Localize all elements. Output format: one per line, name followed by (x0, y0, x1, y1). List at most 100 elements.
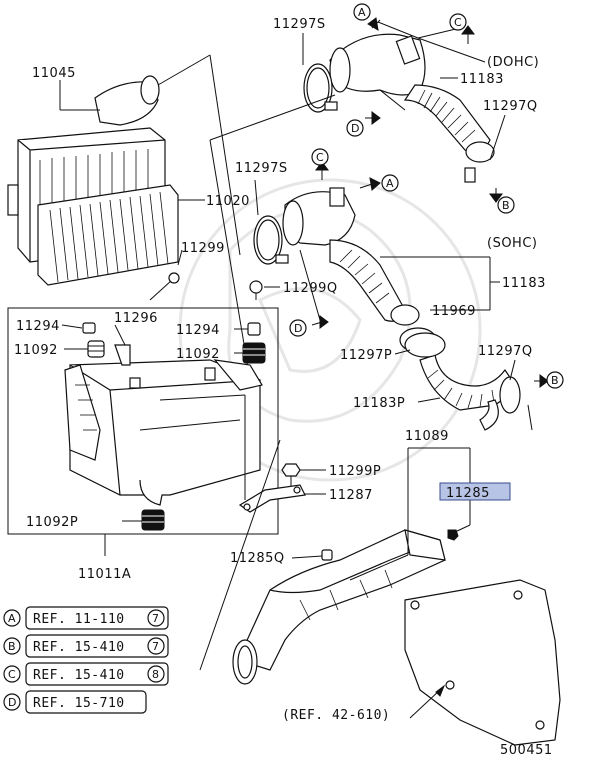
arrow-ref-body (435, 684, 446, 697)
hose-clamp-11297s-top[interactable] (303, 63, 338, 113)
grommet-11092-right[interactable] (242, 342, 266, 364)
air-cleaner-case[interactable] (64, 359, 263, 506)
label-11183p: 11183P (353, 396, 405, 411)
label-11092-left: 11092 (14, 343, 58, 358)
bolt-11285[interactable] (447, 529, 459, 541)
label-11294-left: 11294 (16, 319, 60, 334)
svg-text:C: C (8, 668, 16, 681)
svg-text:D: D (351, 122, 359, 135)
bolt-11299[interactable] (149, 272, 180, 301)
svg-text:REF. 15-410: REF. 15-410 (33, 668, 125, 683)
label-11297s-top: 11297S (273, 17, 326, 32)
circle-letter-c-mid: C (311, 148, 329, 166)
circle-letter-d-mid: D (289, 319, 307, 337)
leader-cover-right (209, 54, 241, 256)
label-11297p: 11297P (340, 348, 392, 363)
label-11020: 11020 (206, 194, 250, 209)
grommet-11294-left[interactable] (82, 322, 96, 334)
intake-duct-dohc[interactable] (329, 33, 491, 154)
leader-11296 (114, 324, 126, 346)
circle-letter-a-top: A (353, 3, 371, 21)
clip-11296[interactable] (114, 344, 131, 366)
svg-text:B: B (551, 374, 559, 387)
arrow-c-mid (315, 161, 329, 180)
ref-row-b[interactable]: B REF. 15-410 7 (3, 634, 169, 658)
leader-connect-top (209, 94, 336, 141)
svg-text:7: 7 (152, 612, 159, 625)
leader-11297p (394, 349, 411, 355)
hose-clamp-11297q-top[interactable] (464, 141, 495, 183)
bolt-11299p[interactable] (281, 463, 301, 486)
grommet-11294-right[interactable] (247, 322, 261, 336)
svg-text:D: D (294, 322, 302, 335)
arrow-a-mid (359, 177, 381, 191)
bracket-11287[interactable] (238, 484, 306, 513)
label-11092p: 11092P (26, 515, 78, 530)
label-11969: 11969 (432, 304, 476, 319)
label-ref-body[interactable]: (REF. 42-610) (282, 708, 390, 723)
clip-11285q[interactable] (321, 549, 333, 561)
label-11183-mid: 11183 (502, 276, 546, 291)
arrow-a-top (367, 17, 381, 31)
leader-duct-left (199, 439, 281, 671)
leader-dohc-c (417, 27, 461, 39)
label-11297q-top: 11297Q (483, 99, 538, 114)
arrow-b-mid (534, 374, 549, 388)
label-11089: 11089 (405, 429, 449, 444)
arrow-d-mid (311, 315, 329, 329)
hose-clamp-11297s-mid[interactable] (253, 215, 289, 265)
label-11183-top: 11183 (460, 72, 504, 87)
label-11045: 11045 (32, 66, 76, 81)
leader-11297s-mid (254, 179, 259, 216)
leader-duct-connect (349, 554, 409, 581)
leader-11183p (417, 397, 441, 403)
grommet-11092p[interactable] (141, 509, 165, 531)
body-panel (404, 579, 561, 746)
hose-clamp-11297q-mid[interactable] (499, 376, 533, 431)
svg-text:A: A (8, 612, 16, 625)
leader-11294-left (61, 324, 83, 329)
svg-text:B: B (8, 640, 16, 653)
leader-ref-body (409, 689, 441, 719)
leader-dohc-a (377, 21, 419, 39)
ref-row-d[interactable]: D REF. 15-710 (3, 690, 147, 714)
label-11297q-mid: 11297Q (478, 344, 533, 359)
leader-11299 (177, 249, 183, 266)
svg-text:8: 8 (152, 668, 159, 681)
label-11299: 11299 (181, 241, 225, 256)
air-filter-element[interactable] (37, 184, 179, 286)
circle-letter-c-top: C (449, 13, 467, 31)
arrow-b-top (489, 188, 503, 203)
arrow-c-top (461, 25, 475, 44)
circle-letter-b-mid: B (546, 371, 564, 389)
svg-text:REF. 15-410: REF. 15-410 (33, 640, 125, 655)
circle-letter-d-top: D (346, 119, 364, 137)
label-11299p: 11299P (329, 464, 381, 479)
svg-text:A: A (358, 6, 366, 19)
intake-hose-11183p[interactable] (419, 354, 516, 431)
circle-letter-a-mid: A (381, 174, 399, 192)
grommet-11092-left[interactable] (87, 340, 105, 358)
label-11296: 11296 (114, 311, 158, 326)
label-11011a: 11011A (78, 567, 131, 582)
svg-text:D: D (8, 696, 16, 709)
svg-text:C: C (316, 151, 324, 164)
air-inlet-duct-11285[interactable] (232, 529, 446, 685)
label-11285[interactable]: 11285 (446, 486, 490, 501)
leader-11285q (291, 555, 323, 559)
leader-11285 (454, 524, 471, 533)
diagram-number: 500451 (500, 743, 553, 758)
ref-row-a[interactable]: A REF. 11-110 7 (3, 606, 169, 630)
label-11287: 11287 (329, 488, 373, 503)
svg-text:C: C (454, 16, 462, 29)
svg-text:A: A (386, 177, 394, 190)
label-sohc: (SOHC) (487, 236, 537, 251)
hose-clamp-11297p[interactable] (404, 332, 446, 358)
label-dohc: (DOHC) (487, 55, 539, 70)
air-cleaner-case-frame (7, 307, 279, 535)
ref-row-c[interactable]: C REF. 15-410 8 (3, 662, 169, 686)
label-11297s-mid: 11297S (235, 161, 288, 176)
bolt-11299q[interactable] (249, 280, 263, 300)
arrow-d-top (365, 111, 381, 125)
leader-d-mid (299, 249, 321, 321)
